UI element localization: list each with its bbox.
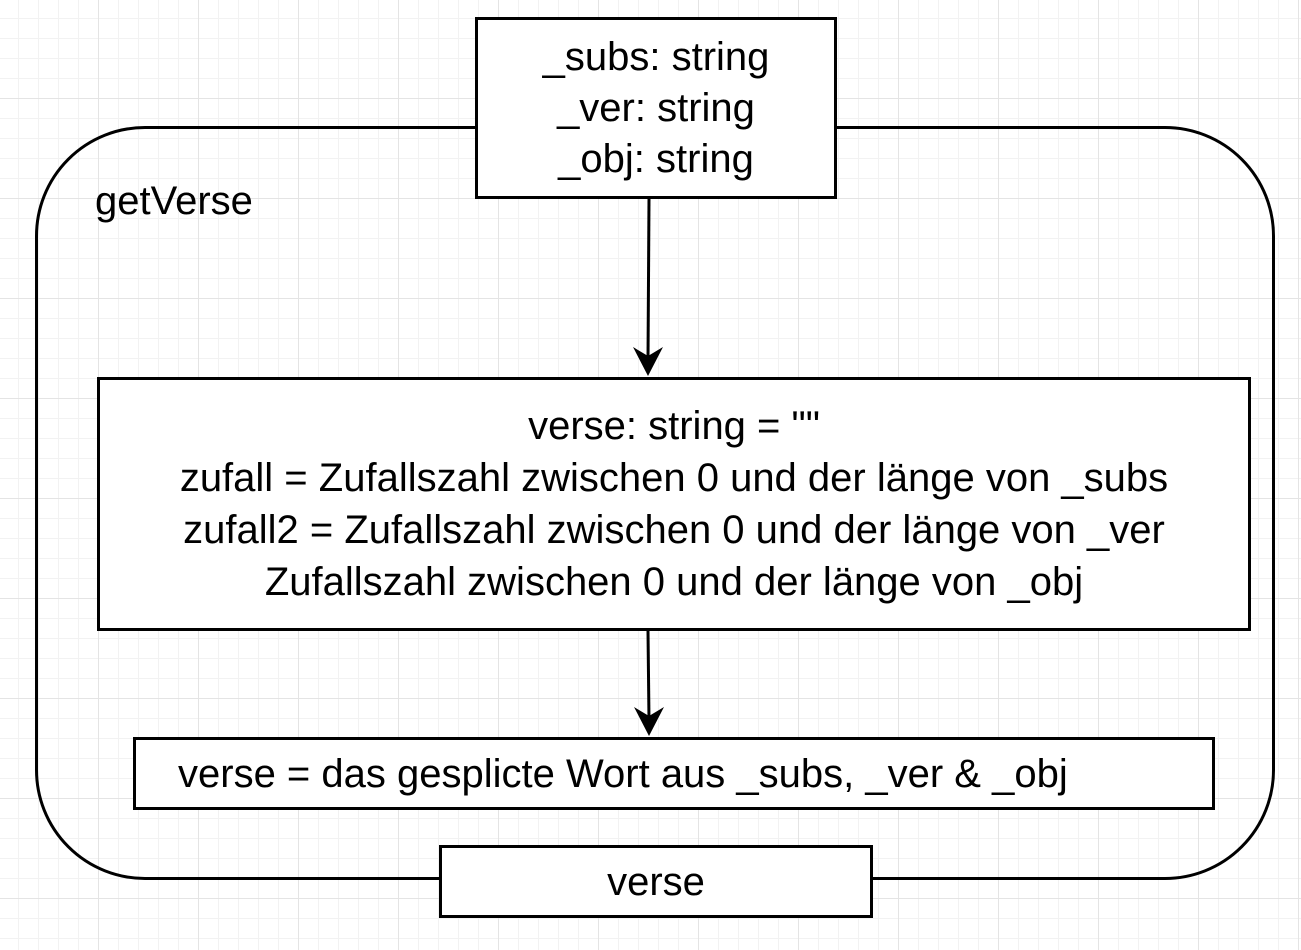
init-line-zufall2: zufall2 = Zufallszahl zwischen 0 und der… bbox=[183, 508, 1165, 552]
arrow-params-to-init bbox=[633, 198, 663, 376]
init-line-obj-random: Zufallszahl zwischen 0 und der länge von… bbox=[264, 560, 1084, 604]
arrow-init-to-splice bbox=[634, 630, 664, 736]
init-line-zufall: zufall = Zufallszahl zwischen 0 und der … bbox=[179, 456, 1169, 500]
param-subs: _subs: string bbox=[542, 34, 770, 79]
param-obj: _obj: string bbox=[558, 136, 754, 181]
function-name-label: getVerse bbox=[95, 179, 253, 223]
splice-text: verse = das gesplicte Wort aus _subs, _v… bbox=[178, 751, 1068, 796]
initialization-box: verse: string = "" zufall = Zufallszahl … bbox=[97, 377, 1251, 631]
return-value-box: verse bbox=[439, 845, 873, 918]
param-ver: _ver: string bbox=[557, 85, 755, 130]
return-value-text: verse bbox=[607, 859, 705, 904]
init-line-verse: verse: string = "" bbox=[528, 404, 820, 448]
splice-box: verse = das gesplicte Wort aus _subs, _v… bbox=[133, 737, 1215, 810]
parameters-box: _subs: string _ver: string _obj: string bbox=[475, 17, 837, 199]
